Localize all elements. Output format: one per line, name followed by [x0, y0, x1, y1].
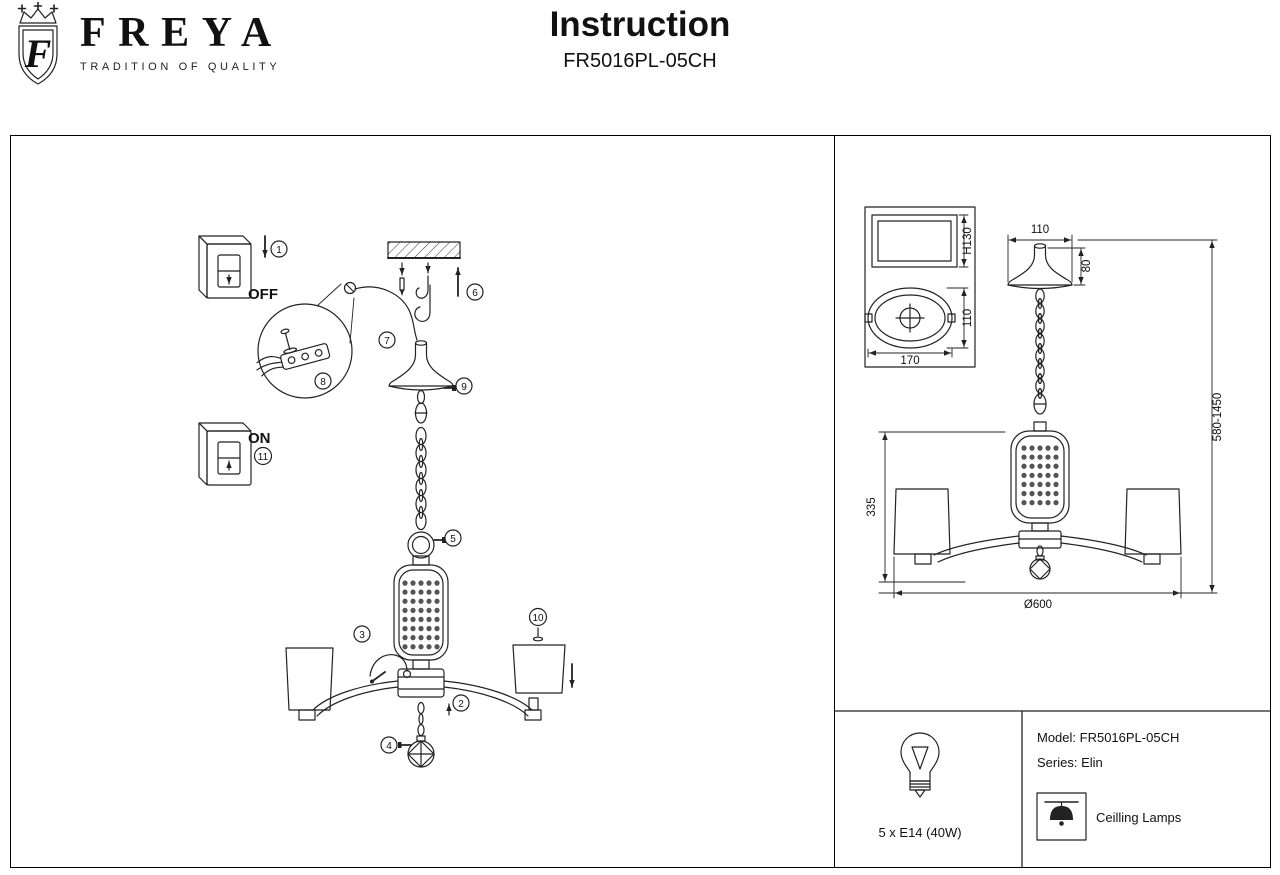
spec-dividers [835, 710, 1270, 867]
hang-range-dim: 580-1450 [1212, 393, 1224, 442]
wall-switch-on-drawing [198, 422, 252, 486]
step-7-number: 7 [384, 336, 390, 347]
step-6-badge: 6 [466, 283, 484, 301]
step-4-badge: 4 [380, 736, 398, 754]
right-arm-drawing [443, 680, 542, 721]
bulb-icon [900, 732, 940, 798]
assembly-diagram-panel: 1 OFF ON 11 [10, 135, 835, 868]
freya-crest-icon: F [17, 2, 59, 85]
canopy-drawing [388, 340, 456, 391]
switch-off-label: OFF [248, 286, 278, 303]
series-spec-label: Series: Elin [1037, 755, 1103, 770]
diameter-dim: Ø600 [1024, 599, 1052, 611]
chain-drawing [414, 389, 428, 531]
mount-plate-detail: H130 110 170 [864, 206, 976, 368]
ceiling-drawing [387, 241, 461, 259]
body-height-dim: 335 [866, 497, 878, 516]
step-6-number: 6 [472, 288, 478, 299]
title-block: Instruction FR5016PL-05CH [549, 5, 731, 73]
step-10-badge: 10 [528, 607, 548, 627]
canopy-width-dim: 110 [1031, 224, 1049, 236]
mount-depth-dim: 110 [962, 309, 974, 327]
finial-drawing [398, 701, 435, 768]
diameter-dimension: Ø600 [878, 556, 1197, 611]
bulb-spec-label: 5 x E14 (40W) [878, 825, 961, 840]
step-5-number: 5 [450, 534, 456, 545]
lamp-body-drawing [393, 555, 449, 698]
assembly-diagram: 1 OFF ON 11 [198, 235, 575, 768]
step-3-number: 3 [359, 630, 365, 641]
canopy-height-dimension: 80 [1047, 247, 1093, 286]
step-10-number: 10 [532, 613, 544, 624]
dimensions-diagram: H130 110 170 [835, 206, 1270, 867]
step-2-badge: 2 [452, 694, 470, 712]
freya-logo: F FREYA TRADITION OF QUALITY [10, 2, 284, 88]
wiring-detail-magnifier [256, 283, 355, 399]
left-arm-side-view [893, 488, 1020, 565]
step-11-badge: 11 [253, 446, 273, 466]
brand-tagline: TRADITION OF QUALITY [80, 61, 281, 73]
hanging-ring-drawing [407, 531, 446, 559]
brand-name: FREYA [80, 10, 284, 56]
mount-width-dim: 170 [900, 355, 919, 367]
fasteners-drawing [399, 262, 461, 299]
wall-switch-off-drawing [198, 235, 252, 299]
step-4-number: 4 [386, 741, 392, 752]
canopy-height-dim: 80 [1081, 260, 1093, 273]
hook-and-wire-drawing [343, 281, 431, 341]
body-side-view [1010, 421, 1070, 549]
step-2-number: 2 [458, 699, 464, 710]
overall-height-dimension: 580-1450 [1077, 239, 1224, 594]
step-1-badge: 1 [270, 240, 288, 258]
shade-install-drawing [512, 627, 575, 694]
crest-letter: F [24, 31, 52, 76]
chain-side-view [1033, 288, 1047, 415]
step-8-number: 8 [320, 377, 326, 388]
step-5-badge: 5 [444, 529, 462, 547]
ceiling-lamp-icon [1036, 792, 1087, 841]
crest-art [17, 2, 59, 85]
switch-on-label: ON [248, 430, 271, 447]
terminal-block-drawing [256, 328, 331, 377]
step-8-badge: 8 [314, 372, 332, 390]
step-1-number: 1 [276, 245, 282, 256]
canopy-width-dimension: 110 [1007, 224, 1073, 283]
page-title: Instruction [549, 5, 731, 44]
step-3-badge: 3 [353, 625, 371, 643]
brand-text: FREYA TRADITION OF QUALITY [80, 12, 284, 73]
crystal-ball-side-view [1029, 545, 1051, 580]
canopy-side-view [1007, 243, 1073, 290]
step-9-badge: 9 [455, 377, 473, 395]
step-7-badge: 7 [378, 331, 396, 349]
right-arm-side-view [1060, 488, 1182, 565]
model-spec-label: Model: FR5016PL-05CH [1037, 730, 1179, 745]
left-arm-drawing [285, 647, 399, 721]
mount-height-dim: H130 [962, 227, 974, 255]
step-9-number: 9 [461, 382, 467, 393]
arm-hook-detail-drawing [369, 654, 412, 684]
model-code: FR5016PL-05CH [563, 49, 717, 72]
body-height-dimension: 335 [866, 431, 1006, 583]
category-label: Ceilling Lamps [1096, 810, 1182, 825]
step-11-number: 11 [258, 452, 269, 463]
dimensions-panel: H130 110 170 [834, 135, 1271, 868]
